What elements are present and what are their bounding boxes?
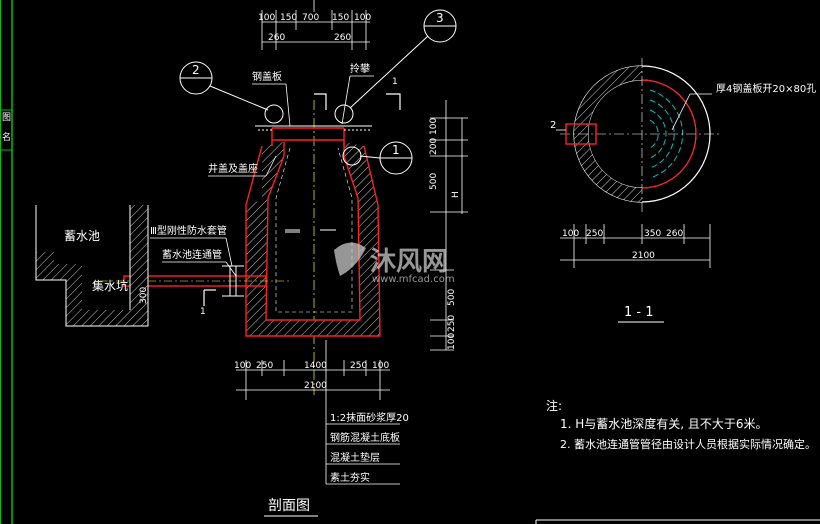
right-dim-3: 500 [429, 173, 439, 190]
left-frame: 图 名 [0, 0, 13, 524]
right-dim-5: 250 [447, 315, 457, 332]
bottom-dim-1: 100 [234, 361, 251, 371]
layer-4: 素土夯实 [330, 471, 370, 484]
bottom-dim-3: 1400 [304, 361, 327, 371]
ladder-label: 拎攀 [350, 62, 370, 75]
plan-steel-plate-label: 厚4钢盖板开20×80孔 [716, 82, 816, 95]
right-dim-2: 200 [429, 138, 439, 155]
pipe-dim-label: 300 [139, 287, 149, 304]
callout-3-number: 3 [436, 11, 444, 25]
section-mark-top: 1 [392, 77, 398, 87]
plan-view: 2 厚4钢盖板开20×80孔 100 250 350 260 2100 1 - … [550, 58, 816, 323]
plan-dim-total: 2100 [632, 251, 655, 261]
well-cover-label: 井盖及盖座 [208, 162, 258, 175]
reservoir-outline [35, 205, 149, 327]
notes: 注: 1. H与蓄水池深度有关, 且不大于6米。 2. 蓄水池连通管管径由设计人… [535, 398, 820, 524]
note-1: 1. H与蓄水池深度有关, 且不大于6米。 [560, 416, 768, 431]
waterproof-casing-label: Ⅲ型刚性防水套管 [150, 224, 227, 237]
left-lower-wall-hatch [246, 198, 268, 336]
top-dim-4: 150 [332, 13, 349, 23]
reservoir-wall-hatch [36, 205, 148, 326]
right-lower-wall-hatch [358, 198, 380, 336]
bottom-dim-2: 250 [256, 361, 273, 371]
plan-pipe [565, 123, 597, 145]
left-wall-hatch [262, 142, 284, 200]
top-dim-1: 100 [258, 13, 275, 23]
watermark-logo [334, 242, 366, 276]
note-2: 2. 蓄水池连通管管径由设计人员根据实际情况确定。 [560, 437, 816, 451]
detail-circle-2 [264, 104, 284, 124]
plan-dim-2: 250 [586, 229, 603, 239]
bottom-dim-4: 250 [350, 361, 367, 371]
top-dim-sub-1: 260 [268, 33, 285, 43]
reservoir-label: 蓄水池 [64, 229, 100, 243]
watermark-url: www.mfcad.com [372, 274, 455, 285]
right-dim-4: 500 [447, 289, 457, 306]
connecting-pipe-label: 蓄水池连通管 [162, 248, 222, 261]
ground-line-top [255, 125, 372, 131]
sump-label: 集水坑 [92, 278, 128, 293]
plan-pipe-mark: 2 [550, 120, 556, 131]
cover-slab-outline [272, 127, 344, 141]
top-dim-5: 100 [354, 13, 371, 23]
plan-dim-1: 100 [562, 229, 579, 239]
callout-2-number: 2 [192, 63, 200, 77]
bottom-dim-total: 2100 [304, 381, 327, 391]
section-title: 剖面图 [268, 498, 310, 514]
frame-glyph-a: 图 [2, 112, 11, 123]
right-dim-6: 100 [447, 333, 457, 350]
watermark: 沐风网 www.mfcad.com [334, 242, 455, 285]
notes-heading: 注: [546, 398, 562, 413]
plan-wall-hatch [574, 66, 642, 202]
right-wall-hatch [344, 142, 378, 205]
bottom-slab-hatch [246, 320, 380, 336]
watermark-brand: 沐风网 [370, 247, 448, 277]
frame-glyph-b: 名 [2, 131, 11, 143]
plan-title: 1 - 1 [624, 305, 654, 320]
top-dim-3: 700 [302, 13, 319, 23]
detail-circle-3 [334, 104, 354, 124]
top-dim-sub-2: 260 [334, 33, 351, 43]
top-dim-2: 150 [280, 13, 297, 23]
right-dim-1: 100 [429, 118, 439, 135]
inner-shell [265, 142, 361, 321]
plan-dim-3: 350 [644, 229, 661, 239]
callout-1-number: 1 [392, 143, 400, 157]
layer-3: 混凝土垫层 [330, 451, 380, 464]
section-mark-bottom: 1 [200, 307, 206, 317]
bottom-dim-5: 100 [372, 361, 389, 371]
layer-1: 1:2抹面砂浆厚20 [330, 411, 409, 424]
layer-2: 钢筋混凝土底板 [330, 431, 400, 444]
plan-dim-4: 260 [666, 229, 683, 239]
section-view: 1 1 蓄水池 集水坑 300 Ⅲ型刚性防水套管 蓄水池连通管 井盖及盖座 钢盖… [35, 0, 468, 517]
outer-shell [245, 145, 381, 337]
steel-cover-label: 钢盖板 [252, 70, 282, 83]
right-dim-h: H [451, 191, 461, 198]
